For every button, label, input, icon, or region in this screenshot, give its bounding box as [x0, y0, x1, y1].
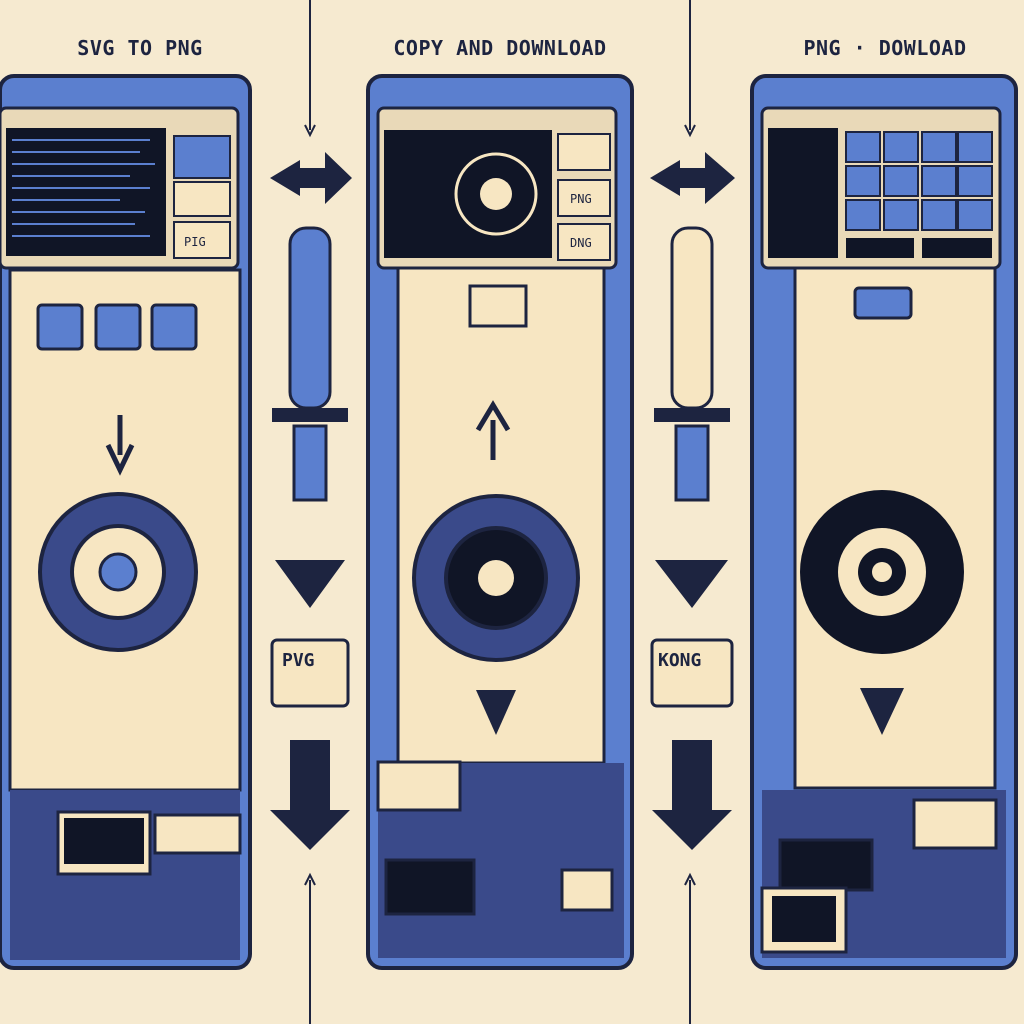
panel-middle: PNG DNG: [366, 74, 634, 970]
panel-right: [750, 74, 1018, 970]
node-box-3: [150, 303, 198, 351]
format-box-pvg-label: PVG: [282, 650, 315, 671]
format-box-kong-label: KONG: [658, 650, 701, 671]
format-label-dng: DNG: [570, 236, 592, 250]
format-box-kong: [650, 638, 734, 708]
format-label-left: PIG: [184, 235, 206, 249]
node-box-center: [468, 284, 528, 328]
connector-right: KONG: [650, 152, 735, 850]
format-box-pvg: [270, 638, 350, 708]
node-box-right: [853, 286, 913, 320]
gear-icon: [38, 492, 198, 652]
gear-icon: [800, 490, 964, 654]
node-box-2: [94, 303, 142, 351]
panel-title-left: SVG TO PNG: [77, 36, 203, 60]
connector-left: PVG: [270, 152, 352, 850]
format-label-png: PNG: [570, 192, 592, 206]
gear-icon: [412, 494, 580, 662]
node-box-1: [36, 303, 84, 351]
panel-title-middle: COPY AND DOWNLOAD: [393, 36, 607, 60]
panel-left: PIG: [0, 74, 252, 970]
top-guide-arrows: [304, 0, 696, 1024]
panel-title-right: PNG · DOWLOAD: [803, 36, 967, 60]
